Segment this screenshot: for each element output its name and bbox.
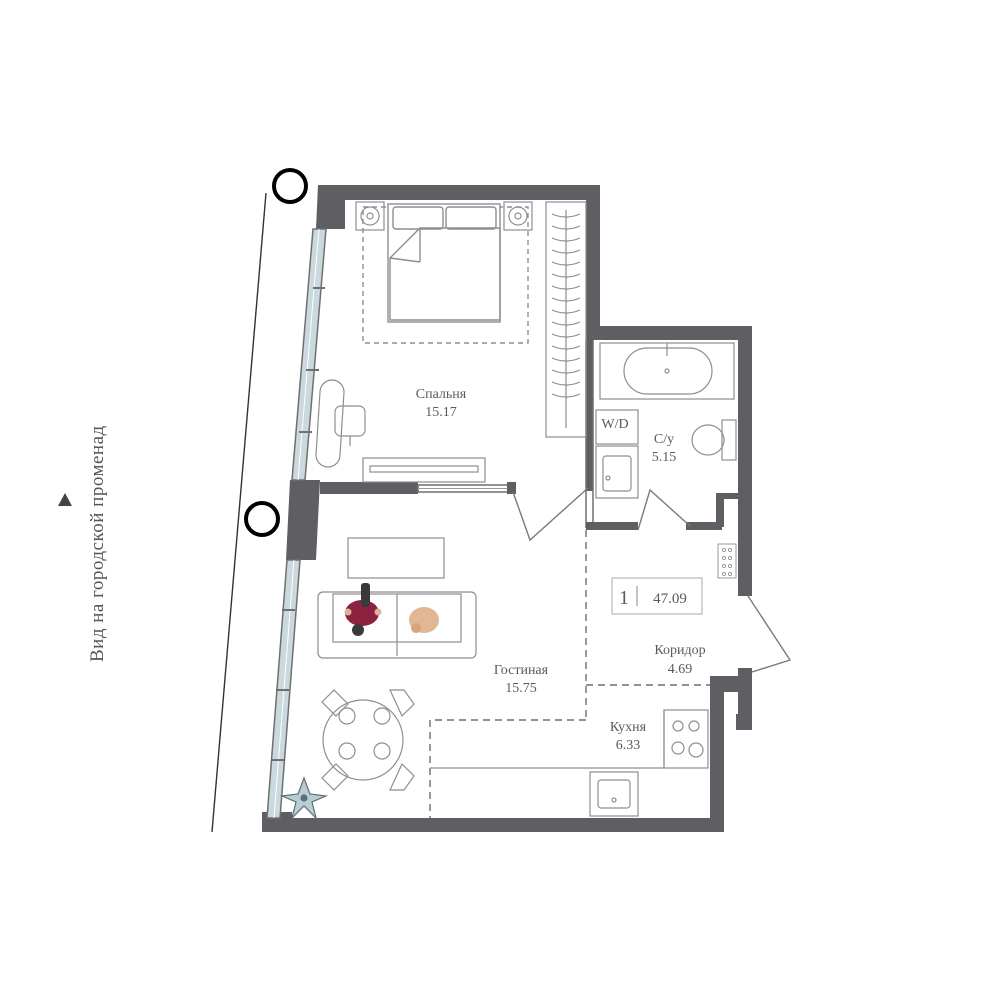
plant-icon [279, 776, 329, 820]
dining-table [321, 689, 415, 791]
nightstand-left [355, 201, 385, 231]
electrical-panel-icon [717, 543, 737, 579]
total-area: 47.09 [653, 591, 687, 607]
bed [362, 203, 529, 344]
coffee-table [347, 537, 445, 579]
column-marker-top [272, 168, 308, 204]
kitchen-sink [589, 771, 639, 817]
wardrobe [545, 201, 587, 438]
bathroom-sink [595, 445, 639, 499]
apartment-badge: 1 47.09 [611, 577, 703, 615]
kitchen-name: Кухня [610, 720, 647, 735]
bedroom-name: Спальня [416, 387, 467, 402]
bedroom-area: 15.17 [425, 405, 457, 420]
kitchen-counter [430, 710, 665, 769]
bathtub [599, 342, 735, 400]
glazing [266, 228, 327, 819]
view-direction-label: Вид на городской променад [87, 425, 108, 662]
zone-boundaries [429, 530, 710, 818]
corridor-area: 4.69 [668, 662, 693, 677]
cooktop [663, 709, 709, 769]
bathroom-area: 5.15 [652, 450, 677, 465]
living-name: Гостиная [494, 663, 549, 678]
person-on-sofa [344, 583, 382, 636]
cat-icon [409, 607, 439, 633]
interior-walls [320, 331, 752, 676]
toilet [691, 419, 737, 461]
column-marker-middle [244, 501, 280, 537]
washing-machine [595, 409, 639, 445]
room-labels: Спальня 15.17 W/D С/у 5.15 Коридор 4.69 … [416, 387, 706, 753]
desk-chair [315, 379, 366, 468]
sofa [317, 591, 477, 659]
exterior-walls [262, 185, 752, 832]
promenade-line [211, 192, 267, 833]
tv-stand-bedroom [362, 457, 486, 483]
doors[interactable] [512, 487, 792, 673]
view-arrow-icon [58, 493, 72, 506]
bathroom-name: С/у [654, 432, 674, 447]
living-area: 15.75 [505, 681, 537, 696]
corridor-name: Коридор [654, 643, 705, 658]
washer-label: W/D [601, 417, 628, 432]
nightstand-right [503, 201, 533, 231]
kitchen-area: 6.33 [616, 738, 641, 753]
rooms-count: 1 [619, 587, 629, 609]
